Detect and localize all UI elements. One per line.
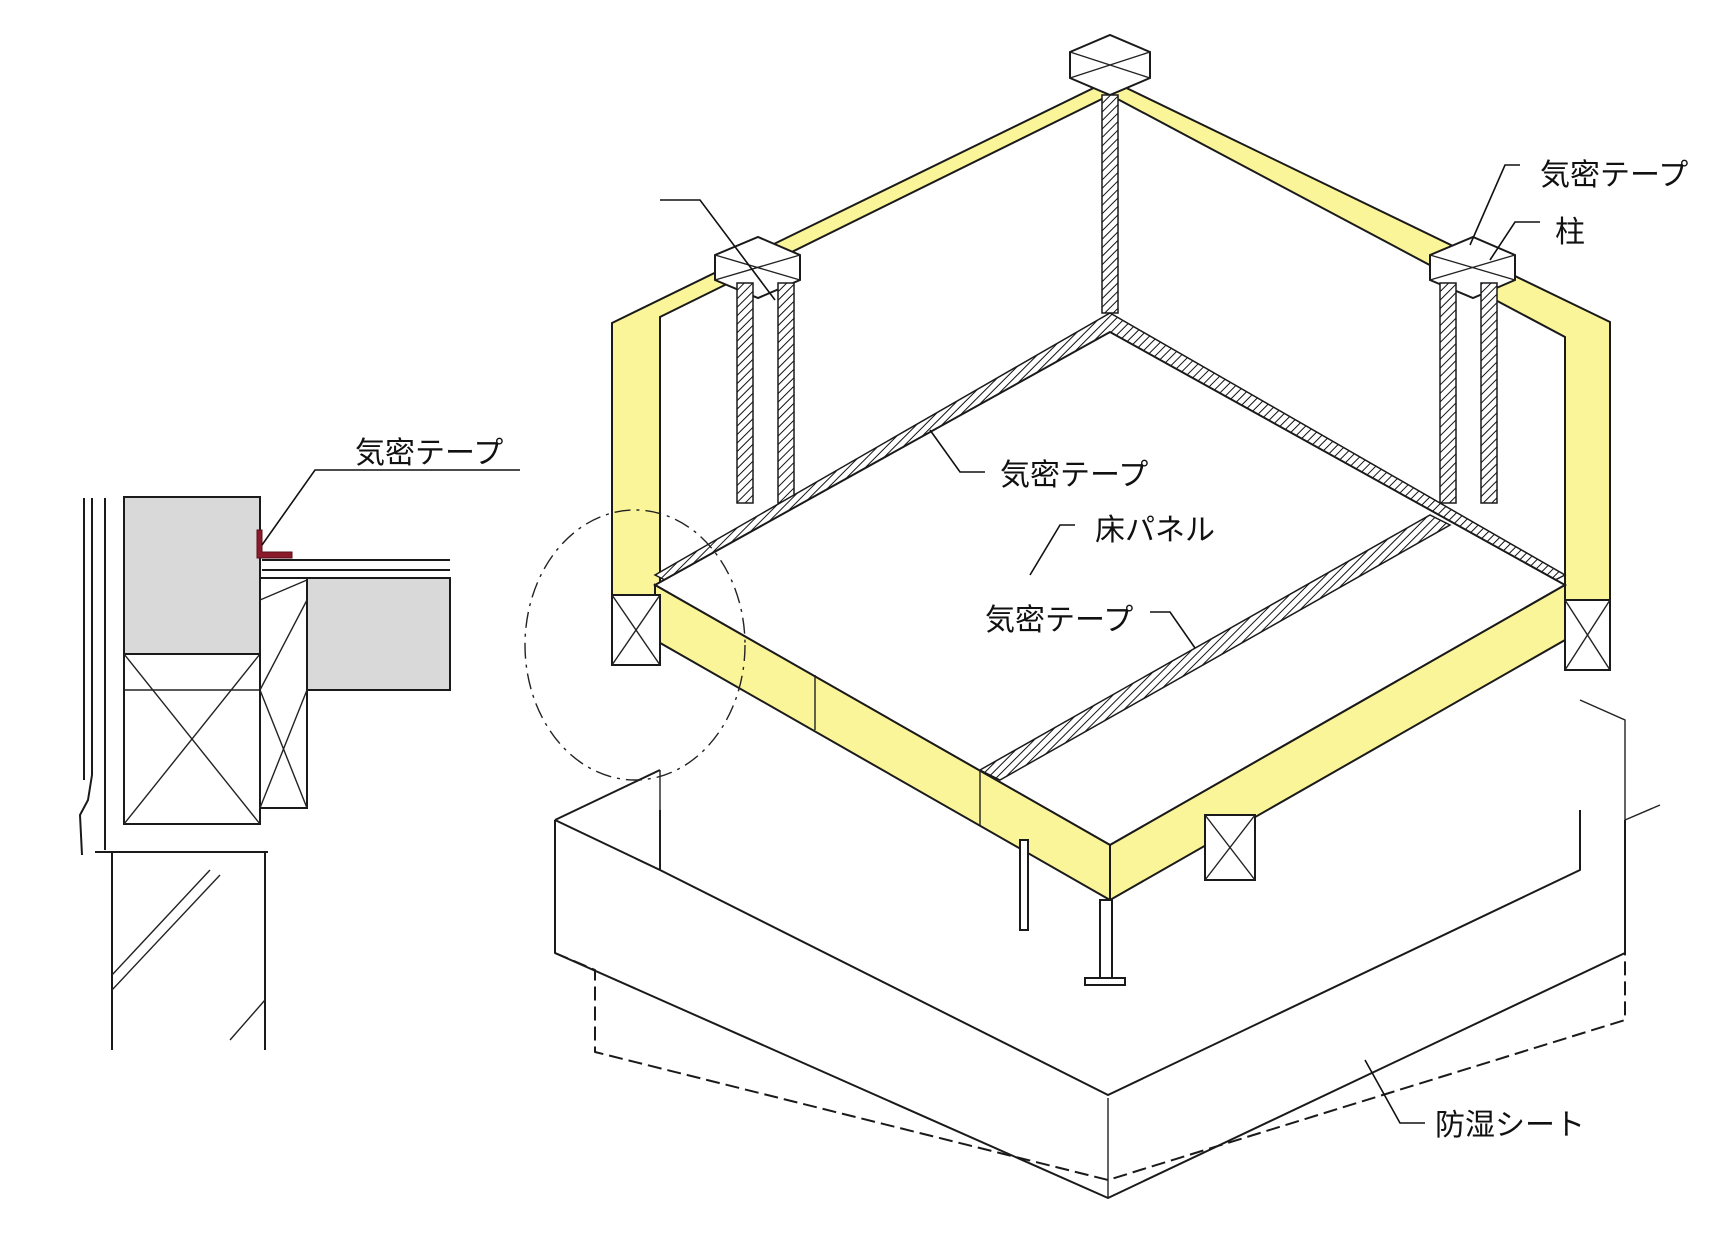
joist-cross (259, 579, 308, 601)
moisture-sheet-leader (1364, 1059, 1425, 1124)
floor-insulation (306, 577, 451, 691)
section-detail: 気密テープ (79, 436, 520, 1050)
lower-airtight-tape-label: 気密テープ (985, 603, 1133, 638)
moisture-sheet-line (554, 952, 1626, 1181)
exterior-wall-edge (79, 774, 93, 856)
top-tape-leader (1469, 164, 1520, 246)
column-label: 柱 (1555, 215, 1585, 250)
foundation-hatch (229, 999, 266, 1041)
block-cross (1204, 814, 1256, 881)
mid-airtight-tape-label: 気密テープ (1000, 458, 1148, 493)
right-stud (1480, 282, 1498, 504)
moisture-sheet-label: 防湿シート (1435, 1108, 1585, 1143)
foundation-inner-edge (659, 810, 1581, 1096)
post-cross (611, 594, 661, 666)
left-stud (777, 282, 795, 504)
joist-cross (259, 689, 308, 809)
foundation-inner (554, 810, 661, 871)
left-stud (736, 282, 754, 504)
column-leader (1489, 221, 1540, 261)
ground-line (554, 769, 661, 821)
isometric-drawing: 気密テープ 柱 気密テープ 床パネル 気密テープ 防湿シート (524, 33, 1688, 1199)
lower-tape-leader (1150, 611, 1196, 649)
post-cross (1069, 51, 1151, 79)
sill-beam-cross (123, 653, 261, 825)
post-cross (1429, 254, 1516, 281)
top-airtight-tape-label: 気密テープ (1540, 158, 1688, 193)
detail-tape-leader (261, 469, 520, 546)
airtight-tape-mark (256, 529, 293, 559)
corner-stud (1101, 94, 1119, 314)
foundation-right (1579, 699, 1626, 820)
wall-insulation (123, 496, 261, 655)
floor-assembly (611, 312, 1611, 986)
detail-callout-circle (524, 509, 746, 781)
post-leader (660, 199, 776, 301)
floor-support-post (1099, 899, 1113, 981)
post-cross (1564, 599, 1611, 671)
floor-panel-label: 床パネル (1095, 513, 1215, 548)
foundation-hatch (111, 874, 221, 991)
mid-tape-leader (929, 429, 985, 473)
ground-line-right (1624, 804, 1661, 821)
post-cross (714, 254, 801, 281)
center-airtight-tape (978, 514, 1452, 781)
detail-airtight-tape-label: 気密テープ (355, 436, 503, 471)
floor-panel-leader (1029, 524, 1075, 576)
left-wall (611, 33, 1611, 601)
post-base-plate (1084, 977, 1126, 986)
right-stud (1439, 282, 1457, 504)
floor-support-post (1019, 839, 1029, 931)
foundation-hatch (111, 869, 211, 976)
joist-cross (259, 599, 308, 691)
foundation-outline (554, 699, 1661, 1199)
